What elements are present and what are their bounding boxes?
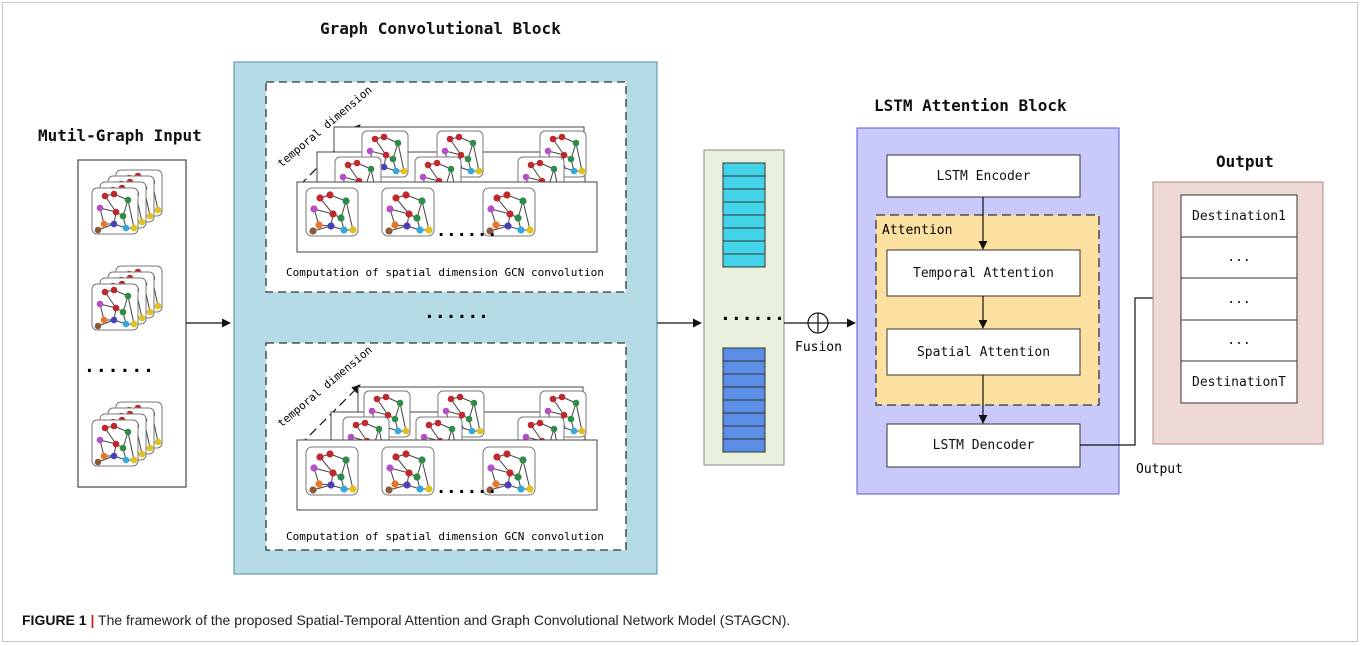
feature-cell [722, 347, 766, 362]
output-title: Output [1216, 152, 1274, 171]
gcn-caption-bottom: Computation of spatial dimension GCN con… [286, 530, 604, 543]
feature-cell [722, 412, 766, 427]
figure-caption: FIGURE 1 | The framework of the proposed… [22, 612, 790, 628]
caption-text: The framework of the proposed Spatial-Te… [98, 612, 791, 628]
feature-cell [722, 386, 766, 401]
feature-cell [722, 425, 766, 440]
input-title: Mutil-Graph Input [38, 126, 202, 145]
sheet-ellipsis-bottom: ...... [436, 478, 498, 498]
fusion-label: Fusion [795, 340, 842, 355]
lstm-encoder-box [886, 154, 1081, 198]
lstm-title: LSTM Attention Block [874, 96, 1067, 115]
lstm-decoder-label: LSTM Dencoder [932, 438, 1035, 453]
features-ellipsis: ...... [720, 304, 786, 325]
temporal-attention-box [886, 249, 1081, 297]
spatial-attention-box [886, 328, 1081, 376]
feature-cell [722, 253, 766, 268]
gcn-caption-top: Computation of spatial dimension GCN con… [286, 266, 604, 279]
feature-cell [722, 201, 766, 216]
figure-label: FIGURE 1 [22, 612, 87, 628]
attention-label: Attention [882, 223, 953, 238]
sheet-ellipsis-top: ...... [436, 221, 498, 241]
input-ellipsis: ...... [84, 356, 156, 377]
feature-cell [722, 162, 766, 177]
lstm-encoder-label: LSTM Encoder [936, 168, 1031, 184]
output-list [1180, 194, 1298, 404]
output-item: Destination1 [1192, 208, 1286, 224]
caption-separator: | [90, 612, 95, 628]
output-item: ... [1227, 291, 1251, 307]
feature-cell [722, 373, 766, 388]
temporal-arrow-bottom [299, 384, 361, 446]
cyan-feature-column [722, 162, 766, 268]
gcb-title: Graph Convolutional Block [320, 19, 561, 38]
output-item: DestinationT [1192, 374, 1286, 390]
feature-cell [722, 399, 766, 414]
temporal-attention-label: Temporal Attention [913, 265, 1054, 281]
feature-cell [722, 188, 766, 203]
feature-cell [722, 227, 766, 242]
attention-panel [875, 214, 1100, 406]
spatial-attention-label: Spatial Attention [916, 344, 1051, 360]
output-item: ... [1227, 250, 1251, 265]
feature-cell [722, 360, 766, 375]
output-item: ... [1227, 333, 1251, 348]
gcb-ellipsis: ...... [424, 302, 490, 323]
blue-feature-column [722, 347, 766, 453]
feature-cell [722, 214, 766, 229]
feature-cell [722, 438, 766, 453]
fusion-symbol [807, 312, 829, 334]
feature-cell [722, 240, 766, 255]
lstm-decoder-box [886, 423, 1081, 468]
output-arrow-label: Output [1136, 462, 1183, 477]
feature-cell [722, 175, 766, 190]
